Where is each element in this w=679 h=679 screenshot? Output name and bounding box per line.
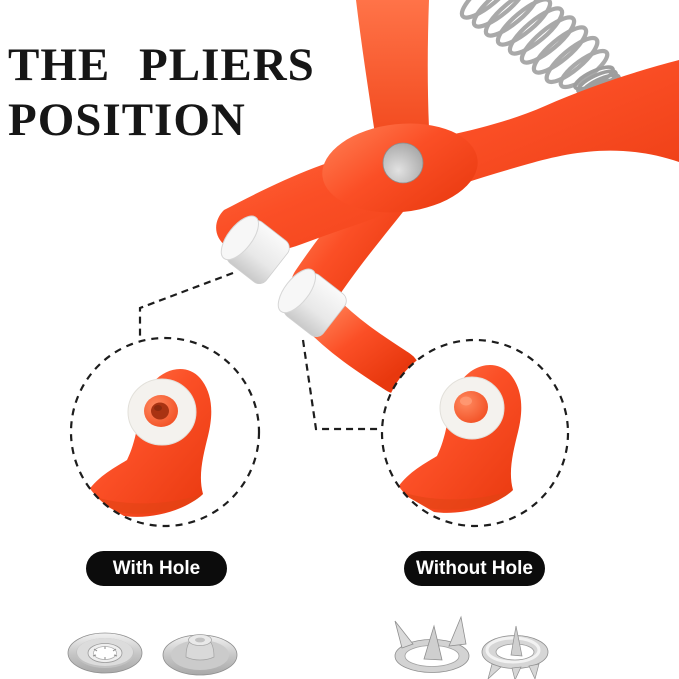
- jaw-tip-with-hole: [220, 215, 290, 285]
- badge-with-hole-label: With Hole: [112, 557, 201, 579]
- badge-without-hole: Without Hole: [404, 551, 545, 586]
- title-line-1: THE PLIERS: [8, 39, 315, 91]
- prong-ring-icon: [481, 625, 549, 679]
- title-line-2: POSITION: [8, 94, 246, 147]
- stud-cap-icon: [162, 634, 238, 676]
- page-title: THE PLIERS POSITION: [8, 38, 315, 149]
- leader-lines: [138, 271, 378, 431]
- badge-with-hole: With Hole: [86, 551, 227, 586]
- pivot-rivet-icon: [382, 142, 424, 184]
- inset-with-hole: [69, 336, 261, 528]
- prong-ring-open-icon: [394, 615, 470, 673]
- badge-without-hole-label: Without Hole: [416, 557, 533, 579]
- jaw-tip-without-hole: [277, 268, 347, 338]
- inset-without-hole: [380, 338, 570, 528]
- socket-ring-icon: [67, 632, 143, 674]
